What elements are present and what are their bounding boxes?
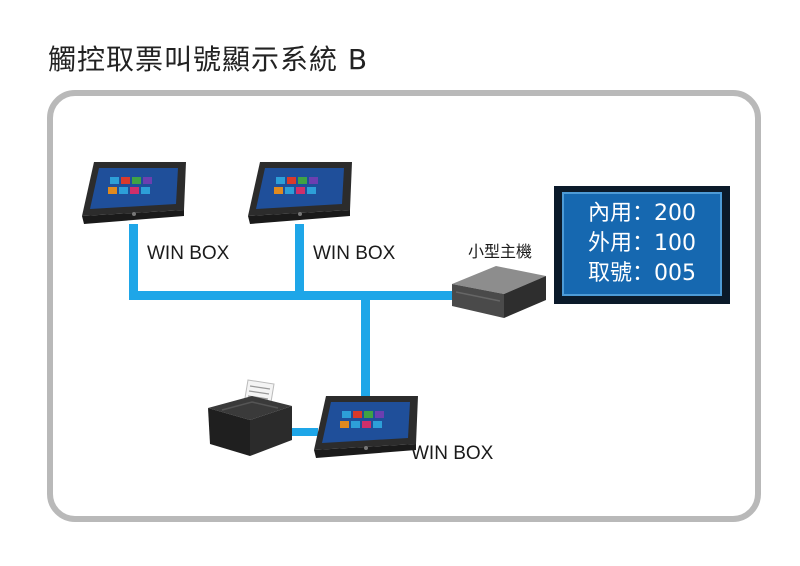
win-box-label-1: WIN BOX xyxy=(147,243,230,264)
queue-display-panel: 內用：200 外用：100 取號：005 xyxy=(562,192,722,296)
win-box-terminal-1 xyxy=(82,162,186,224)
dine-in-number: 內用：200 xyxy=(588,201,696,226)
ticket-number: 取號：005 xyxy=(588,261,696,286)
win-box-terminal-3 xyxy=(314,396,418,458)
win-box-terminal-2 xyxy=(248,162,352,224)
mini-host-pc xyxy=(452,266,546,318)
network-line-terminal-1 xyxy=(129,224,138,300)
win-box-label-2: WIN BOX xyxy=(313,243,396,264)
win-box-label-3: WIN BOX xyxy=(411,443,494,464)
receipt-printer xyxy=(208,379,292,456)
diagram-title: 觸控取票叫號顯示系統 B xyxy=(48,43,369,76)
system-frame xyxy=(47,90,761,522)
queue-display-screen: 內用：200 外用：100 取號：005 xyxy=(554,186,730,304)
host-label: 小型主機 xyxy=(468,242,533,261)
network-line-terminal-3 xyxy=(361,291,370,399)
takeout-number: 外用：100 xyxy=(588,231,696,256)
network-backbone xyxy=(129,291,454,300)
network-line-printer xyxy=(282,428,318,436)
network-line-terminal-2 xyxy=(295,224,304,300)
